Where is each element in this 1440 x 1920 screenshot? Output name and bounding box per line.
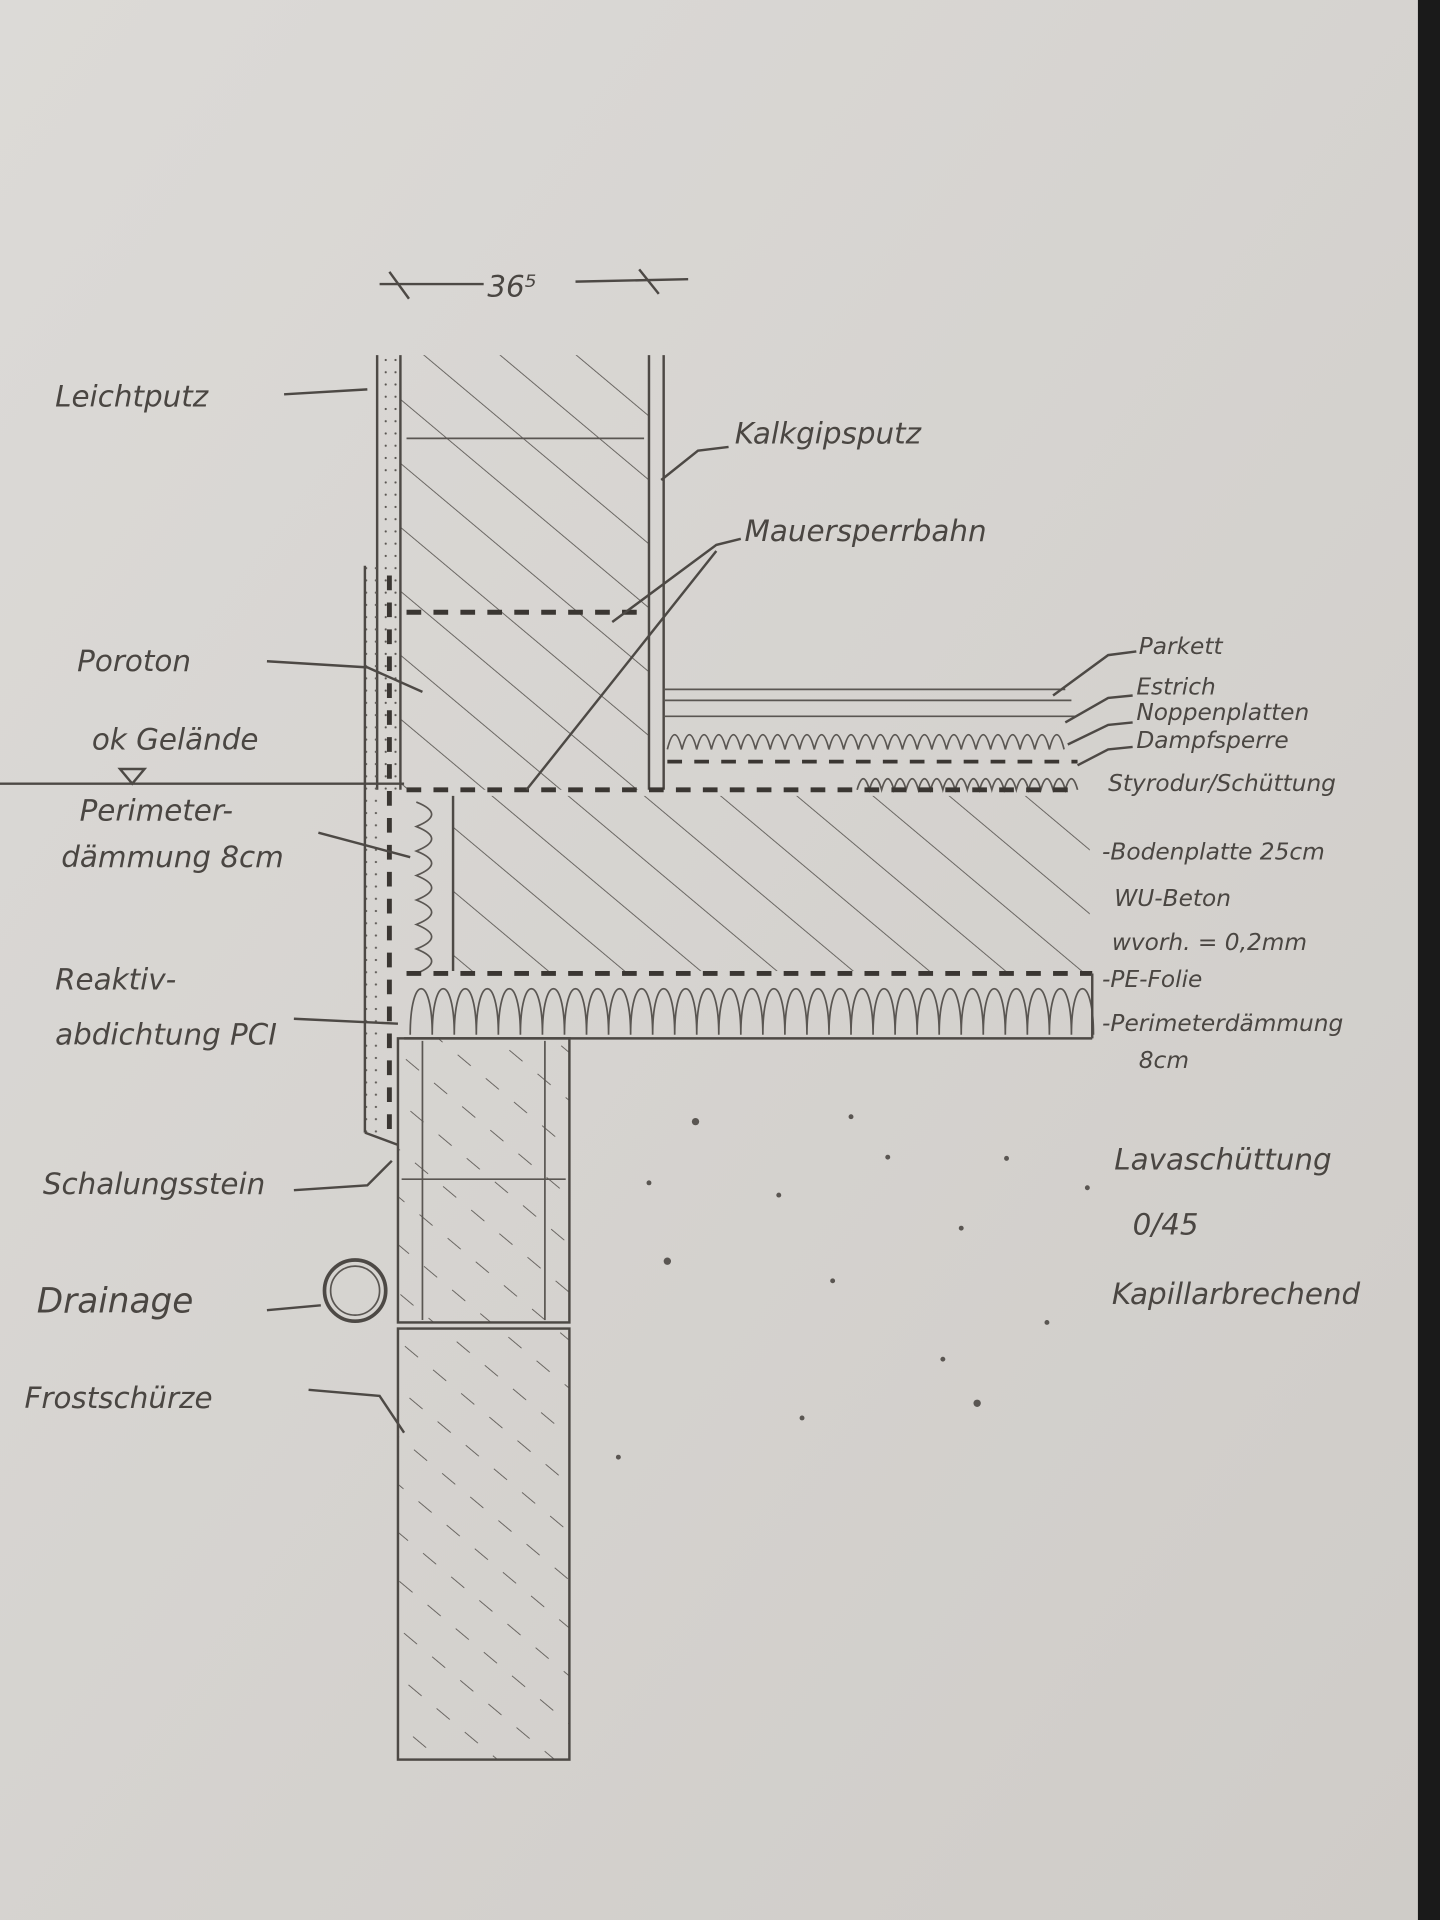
dimension-line: 36⁵ — [379, 268, 689, 303]
label-koernung: 0/45 — [1133, 1207, 1199, 1241]
label-styrodur: Styrodur/Schüttung — [1108, 770, 1336, 797]
label-estrich: Estrich — [1136, 673, 1215, 700]
label-frostschuerze: Frostschürze — [24, 1381, 212, 1415]
label-parkett: Parkett — [1139, 633, 1224, 660]
label-reaktiv: Reaktiv- — [55, 962, 176, 996]
drainage-pipe-icon — [322, 1258, 388, 1324]
label-wvorh: wvorh. = 0,2mm — [1112, 929, 1307, 956]
frostschuerze-block — [396, 1327, 571, 1761]
label-ok-gelaende: ok Gelände — [92, 722, 259, 756]
label-lavaschuettung: Lavaschüttung — [1114, 1142, 1331, 1176]
label-perimeterdaemmung: -Perimeterdämmung — [1102, 1010, 1343, 1037]
dimension-label: 36⁵ — [487, 269, 536, 303]
floor-build-up — [406, 688, 1079, 793]
outer-waterproofing — [363, 565, 399, 1147]
label-poroton: Poroton — [77, 644, 191, 678]
label-mauersperrbahn: Mauersperrbahn — [744, 514, 986, 548]
label-dampfsperre: Dampfsperre — [1136, 727, 1288, 754]
label-wu-beton: WU-Beton — [1114, 885, 1231, 912]
label-leichtputz: Leichtputz — [55, 380, 209, 414]
label-schalungsstein: Schalungsstein — [43, 1167, 265, 1201]
floor-slab — [404, 795, 1095, 1040]
label-reaktiv-2: abdichtung PCI — [55, 1017, 277, 1051]
label-perimeter-2: dämmung 8cm — [61, 840, 284, 874]
label-bodenplatte: -Bodenplatte 25cm — [1102, 839, 1325, 866]
label-pe-folie: -PE-Folie — [1102, 966, 1202, 993]
dark-background — [1417, 0, 1440, 1920]
lava-gravel — [615, 1114, 1090, 1460]
label-drainage: Drainage — [37, 1282, 194, 1322]
label-perimeter: Perimeter- — [80, 793, 233, 827]
label-noppenplatten: Noppenplatten — [1136, 699, 1309, 726]
label-kalkgipsputz: Kalkgipsputz — [735, 416, 922, 450]
label-perimeter-8cm: 8cm — [1139, 1047, 1189, 1074]
label-kapillarbrechend: Kapillarbrechend — [1112, 1277, 1361, 1311]
ground-marker — [117, 767, 148, 786]
schalungsstein-block — [396, 1037, 571, 1324]
poroton-wall — [375, 355, 665, 790]
leader-lines — [266, 388, 1137, 1434]
